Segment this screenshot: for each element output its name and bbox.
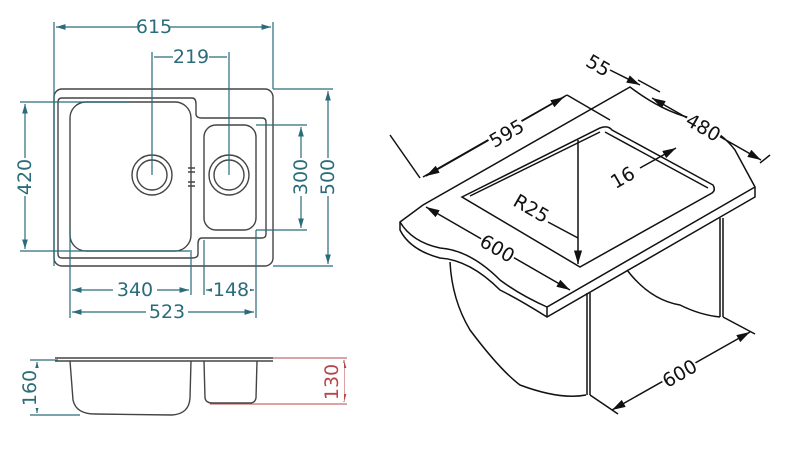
sink-outline xyxy=(53,88,274,267)
dim-drain-spacing: 219 xyxy=(173,46,209,68)
side-ext-lines xyxy=(30,359,80,416)
cabinet-left-wave xyxy=(449,261,587,397)
overflow-mark xyxy=(188,167,195,187)
dim-480-ext xyxy=(637,79,771,164)
dim-main-bowl-height: 160 xyxy=(19,370,41,406)
side-rim xyxy=(55,357,273,362)
dim-bowls-total-width: 523 xyxy=(149,301,185,323)
dim-rim-offset: 55 xyxy=(582,50,614,81)
dim-edge-gap: 16 xyxy=(607,162,639,193)
side-view: 160 130 xyxy=(19,357,347,416)
dim-overall-width: 615 xyxy=(136,16,172,38)
dim-small-bowl-width: 148 xyxy=(213,279,249,301)
side-main-bowl xyxy=(69,360,192,416)
cabinet-right-wave xyxy=(626,269,721,318)
dim-small-bowl-height: 130 xyxy=(321,364,343,400)
extension-lines xyxy=(20,22,333,318)
dim-600-bottom-ext xyxy=(589,316,756,415)
side-small-bowl xyxy=(203,360,258,404)
dim-55-arrow xyxy=(609,69,641,86)
cabinet-legs xyxy=(586,218,724,395)
top-view: 615 219 420 500 300 340 148 523 xyxy=(14,16,339,323)
dim-main-bowl-depth: 420 xyxy=(14,159,36,195)
iso-view: 595 480 55 16 R25 600 600 xyxy=(389,50,771,415)
sink-rim xyxy=(57,97,267,259)
sink-opening xyxy=(460,126,716,268)
small-bowl xyxy=(203,124,257,231)
dim-r25-leader xyxy=(547,221,579,239)
dim-16-arrow xyxy=(639,147,677,169)
side-ext-lines-red xyxy=(210,357,347,405)
dim-overall-depth: 500 xyxy=(317,159,339,195)
dim-small-bowl-depth: 300 xyxy=(290,159,312,195)
dim-corner-radius: R25 xyxy=(509,190,552,228)
dim-main-bowl-width: 340 xyxy=(117,279,153,301)
main-bowl xyxy=(69,101,192,252)
